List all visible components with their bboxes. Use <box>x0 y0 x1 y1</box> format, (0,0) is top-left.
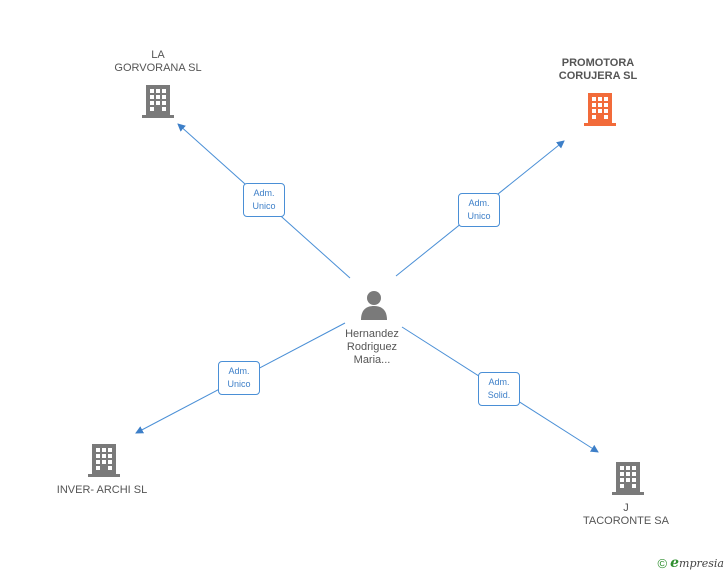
building-icon[interactable] <box>141 84 175 118</box>
company-name-line1: J <box>623 502 629 514</box>
company-name-line2: CORUJERA SL <box>558 70 638 82</box>
company-name-line1: INVER- ARCHI SL <box>56 484 148 496</box>
relation-type: Unico <box>252 201 276 211</box>
building-icon[interactable] <box>87 443 121 477</box>
company-label-inver-archi[interactable]: INVER- ARCHI SL <box>44 484 160 497</box>
company-label-la-gorvorana[interactable]: LA GORVORANA SL <box>100 49 216 75</box>
company-label-promotora[interactable]: PROMOTORA CORUJERA SL <box>540 57 656 83</box>
footer-brand: © empresia <box>658 555 724 571</box>
brand-rest: mpresia <box>679 557 724 570</box>
brand-initial: e <box>670 555 680 571</box>
relation-badge-inver-archi[interactable]: Adm. Unico <box>218 361 260 395</box>
relation-role: Adm. <box>468 198 490 208</box>
person-name-line3: Maria... <box>353 354 391 366</box>
relation-badge-promotora[interactable]: Adm. Unico <box>458 193 500 227</box>
person-name-line2: Rodriguez <box>346 341 398 353</box>
relation-type: Solid. <box>487 390 511 400</box>
relation-type: Unico <box>227 379 251 389</box>
company-name-line2: TACORONTE SA <box>583 515 669 527</box>
relation-role: Adm. <box>488 377 510 387</box>
building-icon[interactable] <box>611 461 645 495</box>
person-icon[interactable] <box>360 290 388 320</box>
company-name-line1: PROMOTORA <box>561 57 635 69</box>
relation-badge-j-tacoronte[interactable]: Adm. Solid. <box>478 372 520 406</box>
relation-role: Adm. <box>253 188 275 198</box>
relation-type: Unico <box>467 211 491 221</box>
copyright-symbol: © <box>657 555 668 571</box>
building-icon[interactable] <box>583 92 617 126</box>
company-name-line2: GORVORANA SL <box>114 62 202 74</box>
relation-badge-la-gorvorana[interactable]: Adm. Unico <box>243 183 285 217</box>
person-name-line1: Hernandez <box>345 328 399 340</box>
company-label-j-tacoronte[interactable]: J TACORONTE SA <box>568 502 684 528</box>
company-name-line1: LA <box>151 49 165 61</box>
relation-role: Adm. <box>228 366 250 376</box>
person-label[interactable]: Hernandez Rodriguez Maria... <box>322 328 422 367</box>
brand-logo: empresia <box>670 555 724 571</box>
